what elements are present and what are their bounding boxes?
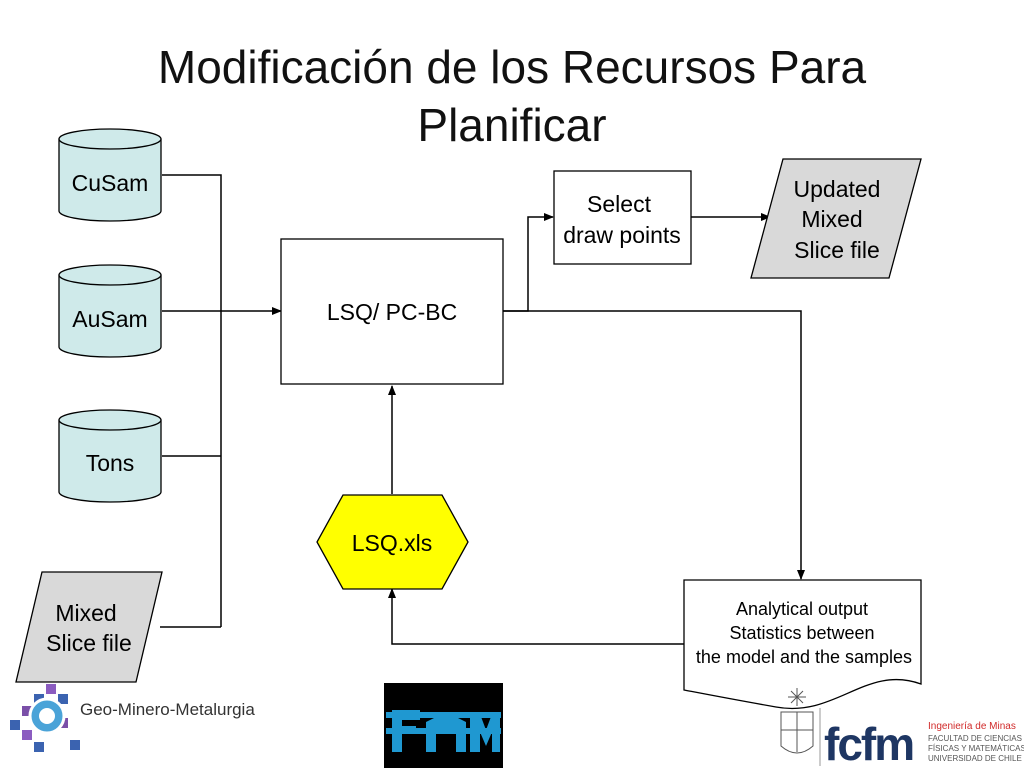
minas-label-2: FACULTAD DE CIENCIAS <box>928 734 1022 743</box>
minas-label-1: Ingeniería de Minas <box>928 721 1016 732</box>
fcm-logo <box>384 683 503 768</box>
mixed-slice-file-label-1: Mixed <box>55 600 116 626</box>
analytical-output-document: Analytical output Statistics between the… <box>683 579 922 710</box>
mixed-slice-file-label-2: Slice file <box>46 630 132 656</box>
fcfm-logo: fcfm Ingeniería de Minas FACULTAD DE CIE… <box>780 688 1024 768</box>
lsq-xls-file: LSQ.xls <box>316 494 469 590</box>
arrow-analytical-to-xls <box>388 588 684 645</box>
analytical-label-2: Statistics between <box>729 623 874 643</box>
lsq-xls-label: LSQ.xls <box>352 530 433 556</box>
arrow-lsq-to-analytical <box>503 310 805 580</box>
geo-logo-text: Geo-Minero-Metalurgia <box>80 700 255 719</box>
connector-cusam <box>162 174 222 627</box>
connectors <box>160 174 805 645</box>
university-seal-icon <box>780 688 814 754</box>
updated-label-2: Mixed <box>801 206 862 232</box>
updated-slice-file-output: Updated Mixed Slice file <box>750 158 922 279</box>
analytical-label-1: Analytical output <box>736 599 868 619</box>
geo-minero-metalurgia-logo: Geo-Minero-Metalurgia <box>10 684 255 752</box>
minas-label-3: FÍSICAS Y MATEMÁTICAS <box>928 744 1024 753</box>
title-line-1: Modificación de los Recursos Para <box>157 41 867 93</box>
updated-label-3: Slice file <box>794 237 880 263</box>
database-ausam: AuSam <box>58 264 162 358</box>
mixed-slice-file-input: Mixed Slice file <box>15 571 163 683</box>
select-label-1: Select <box>587 191 652 217</box>
select-label-2: draw points <box>563 222 681 248</box>
updated-label-1: Updated <box>794 176 881 202</box>
process-select-draw-points: Select draw points <box>553 170 692 265</box>
database-ausam-label: AuSam <box>72 306 147 332</box>
database-tons: Tons <box>58 409 162 503</box>
process-lsq-pcbc: LSQ/ PC-BC <box>280 238 504 385</box>
fcfm-wordmark: fcfm <box>824 718 913 768</box>
database-tons-label: Tons <box>86 450 135 476</box>
arrow-lsq-to-select <box>503 213 554 312</box>
database-cusam-label: CuSam <box>72 170 149 196</box>
process-lsq-pcbc-label: LSQ/ PC-BC <box>327 299 457 325</box>
title-line-2: Planificar <box>417 99 607 151</box>
database-cusam: CuSam <box>58 128 162 222</box>
analytical-label-3: the model and the samples <box>696 647 912 667</box>
page-title: Modificación de los Recursos Para Planif… <box>0 38 1024 154</box>
minas-label-4: UNIVERSIDAD DE CHILE <box>928 754 1022 763</box>
